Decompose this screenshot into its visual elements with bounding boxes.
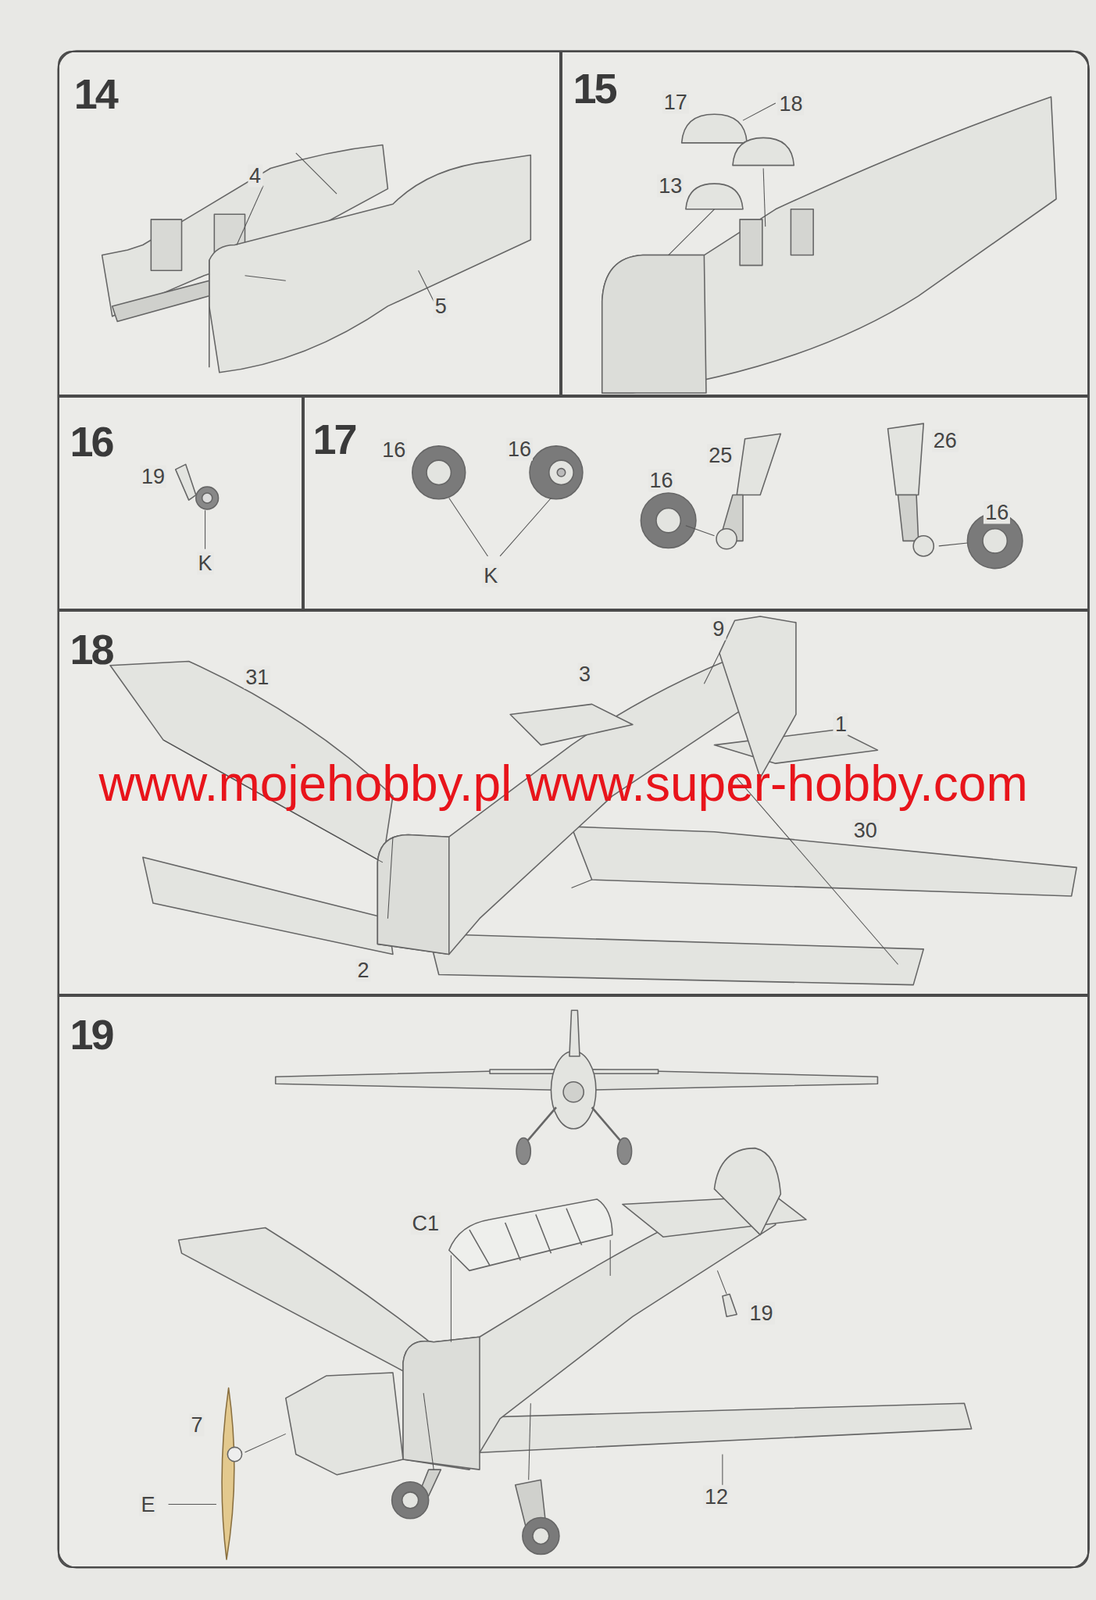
step-panel: 15 [560,50,1089,397]
callout-number: 16 [506,437,533,461]
callout-number: 17 [662,90,690,114]
callout-number: E [139,1492,157,1516]
step-panel: 19 [57,995,1089,1568]
callout-number: 18 [777,92,804,116]
callout-number: 3 [577,663,593,686]
step-number: 18 [70,628,113,671]
callout-number: K [481,564,500,587]
watermark: www.mojehobby.pl www.super-hobby.com [98,758,1028,809]
step-number: 19 [70,1013,113,1056]
step-panel: 14 [57,50,561,397]
callout-number: 9 [710,617,726,640]
step-panel: 16 [57,396,304,611]
callout-number: 4 [247,164,263,187]
callout-number: 1 [833,713,849,736]
step-number: 16 [70,420,113,463]
callout-number: 25 [706,443,734,467]
callout-number: 30 [852,819,879,843]
callout-number: 2 [356,959,372,982]
step-number: 17 [312,417,355,461]
callout-number: 16 [983,500,1011,524]
callout-number: 16 [647,469,675,493]
step-number: 14 [74,72,117,115]
callout-number: 19 [139,465,167,489]
step-number: 15 [573,67,616,110]
callout-number: 26 [931,429,959,453]
callout-number: 5 [433,294,449,318]
callout-number: 13 [656,174,684,197]
callout-number: 19 [747,1302,775,1325]
callout-number: C1 [410,1212,441,1236]
callout-number: 7 [189,1413,205,1436]
callout-number: 16 [380,439,407,462]
callout-number: K [196,552,215,575]
callout-number: 31 [243,666,271,690]
callout-number: 12 [703,1485,730,1509]
step-panel: 17 [303,396,1089,611]
